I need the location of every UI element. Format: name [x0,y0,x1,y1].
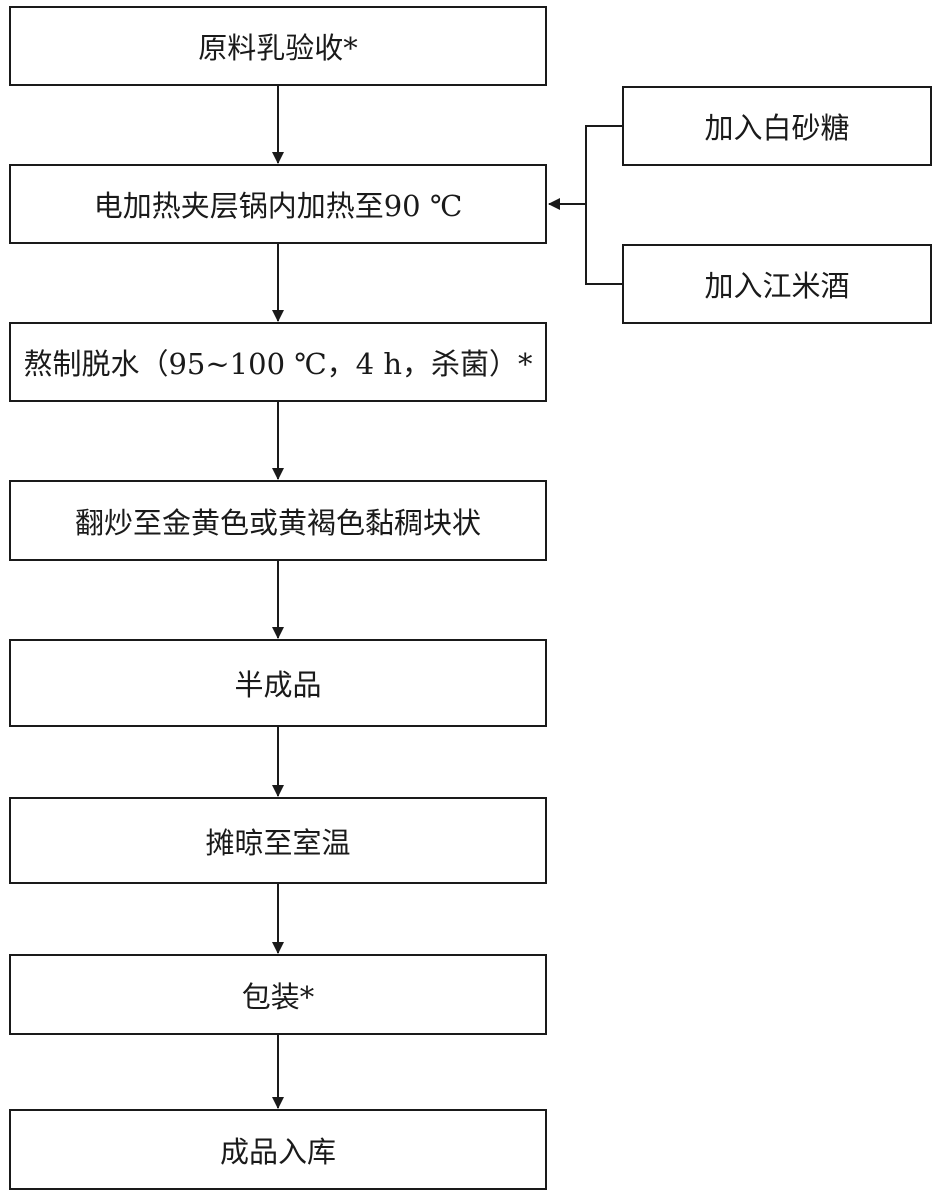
step-label: 翻炒至金黄色或黄褐色黏稠块状 [74,505,481,540]
step-label: 半成品 [234,668,322,702]
step-cooling: 摊晾至室温 [9,797,547,884]
step-packaging: 包装* [9,954,547,1035]
step-boiling-dehydration: 熬制脱水（95~100 ℃，4 h，杀菌）* [9,322,547,402]
step-warehousing: 成品入库 [9,1109,547,1190]
input-label: 加入江米酒 [704,269,850,303]
step-raw-milk-inspection: 原料乳验收* [9,6,547,86]
input-rice-wine: 加入江米酒 [622,244,932,324]
step-semi-product: 半成品 [9,639,547,727]
step-label: 熬制脱水（95~100 ℃，4 h，杀菌）* [23,347,533,381]
merge-bracket [585,125,622,285]
step-label: 电加热夹层锅内加热至90 ℃ [93,189,463,223]
step-heating: 电加热夹层锅内加热至90 ℃ [9,164,547,244]
input-label: 加入白砂糖 [704,111,850,145]
step-stir-frying: 翻炒至金黄色或黄褐色黏稠块状 [9,480,547,561]
input-sugar: 加入白砂糖 [622,86,932,166]
step-label: 成品入库 [219,1134,336,1169]
step-label: 原料乳验收* [198,31,358,65]
step-label: 摊晾至室温 [205,825,351,860]
step-label: 包装* [241,979,315,1014]
